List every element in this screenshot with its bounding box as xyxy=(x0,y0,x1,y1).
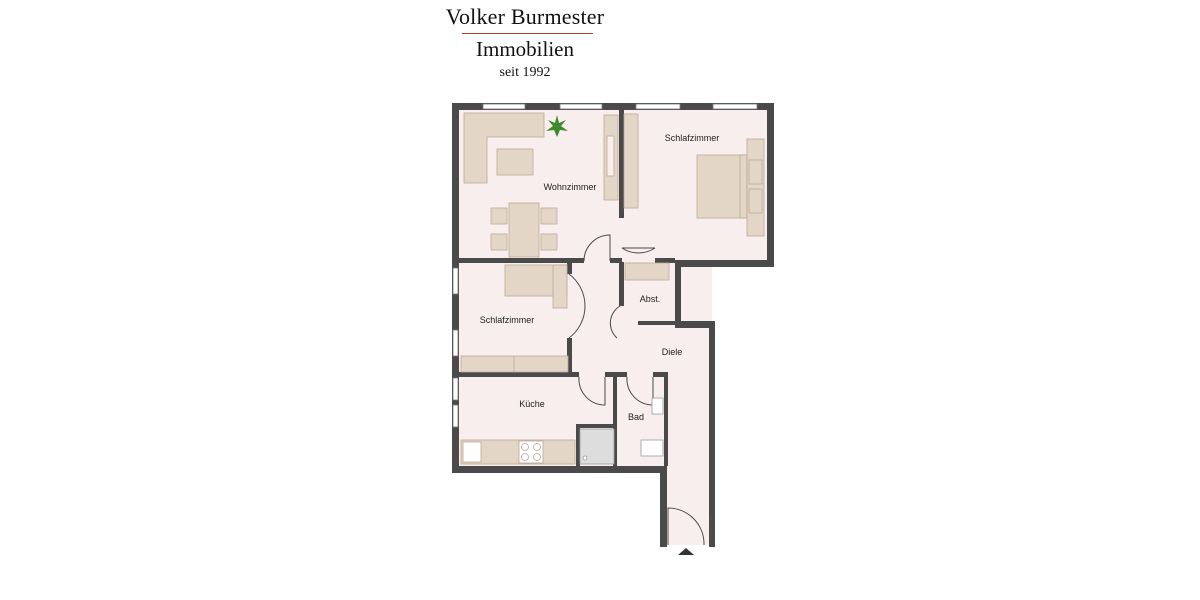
storage-shelf xyxy=(624,262,670,281)
wall-note: Abstellfläche xyxy=(708,517,713,540)
room-label-wohnzimmer: Wohnzimmer xyxy=(544,182,597,192)
entrance-arrow-icon xyxy=(678,548,694,555)
room-label-schlafzimmer-1: Schlafzimmer xyxy=(665,133,720,143)
doors xyxy=(568,234,705,546)
room-label-bad: Bad xyxy=(628,412,644,422)
bedroom-1-furniture xyxy=(623,113,765,237)
plant-icon xyxy=(546,115,568,137)
interior-walls xyxy=(456,110,678,468)
room-label-diele: Diele xyxy=(662,347,683,357)
room-label-abstellraum: Abst. xyxy=(640,294,661,304)
bathroom-fixtures xyxy=(579,397,664,465)
company-founded: seit 1992 xyxy=(499,65,551,80)
living-room-furniture xyxy=(463,112,619,258)
kitchen-counter xyxy=(460,439,576,465)
room-label-schlafzimmer-2: Schlafzimmer xyxy=(480,315,535,325)
company-name: Volker Burmester xyxy=(445,4,605,29)
room-label-kueche: Küche xyxy=(519,399,545,409)
header-divider xyxy=(462,33,593,34)
bedroom-2-furniture xyxy=(460,264,569,373)
company-subtitle: Immobilien xyxy=(476,37,574,61)
windows xyxy=(452,103,758,428)
